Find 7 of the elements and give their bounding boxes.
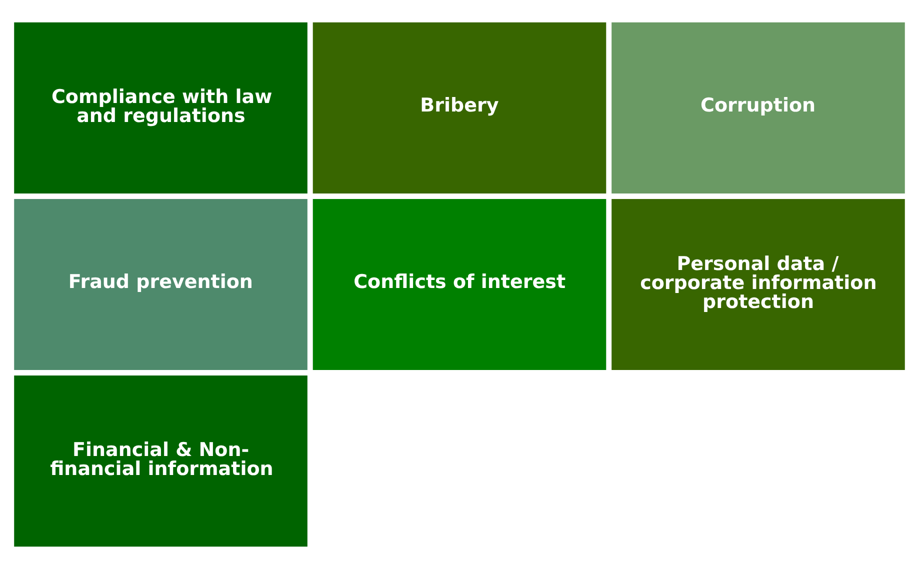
node-box: Compliance with law and regulations [14, 22, 308, 194]
node-box: Financial & Non-financial information [14, 375, 308, 547]
node-box: Conflicts of interest [312, 198, 606, 370]
node-box: Personal data / corporate information protection [612, 198, 905, 370]
node-box: Bribery [312, 22, 606, 194]
node-box: Corruption [612, 22, 905, 194]
node-box: Fraud prevention [14, 198, 308, 370]
